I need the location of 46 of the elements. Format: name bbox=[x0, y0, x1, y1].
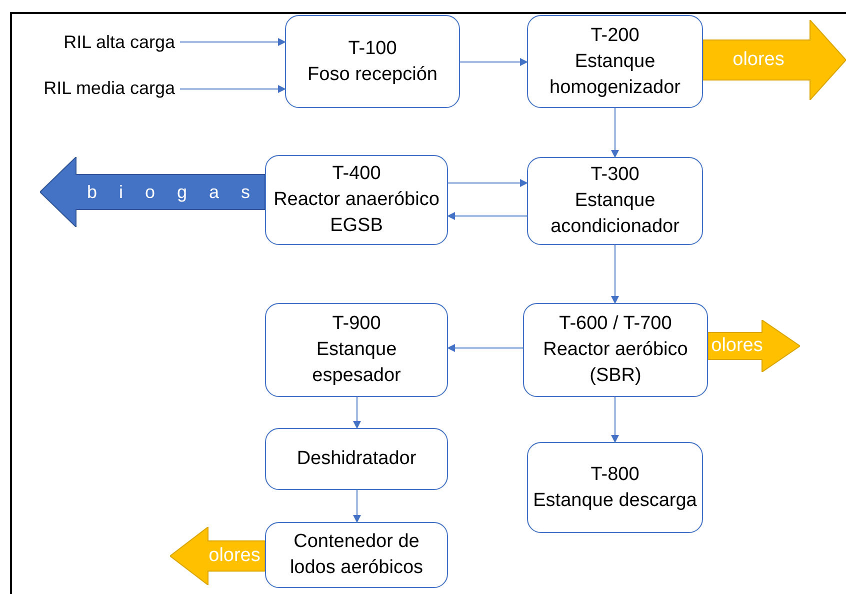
process-name: Foso recepción bbox=[308, 62, 438, 86]
process-box bbox=[265, 155, 448, 245]
process-name: Reactor anaeróbico EGSB bbox=[272, 188, 440, 238]
block-arrow bbox=[708, 320, 800, 372]
arrow bbox=[611, 244, 619, 304]
arrow bbox=[353, 396, 361, 429]
process-name: Estanque acondicionador bbox=[550, 189, 680, 239]
arrow-label: olores bbox=[711, 334, 763, 358]
tank-code: T-100 bbox=[348, 36, 397, 60]
process-name: Reactor aeróbico (SBR) bbox=[542, 338, 689, 388]
arrow bbox=[447, 344, 524, 352]
arrow-label: olores bbox=[732, 48, 784, 72]
input-label: RIL media carga bbox=[44, 76, 175, 100]
process-box bbox=[527, 157, 703, 245]
arrow bbox=[447, 212, 528, 220]
process-box bbox=[265, 428, 448, 490]
arrow bbox=[180, 38, 286, 46]
block-arrow bbox=[40, 157, 265, 227]
arrow bbox=[611, 108, 619, 158]
process-box bbox=[527, 442, 703, 533]
process-name: Contenedor de lodos aeróbicos bbox=[288, 530, 424, 580]
process-box bbox=[523, 303, 708, 397]
arrow bbox=[460, 58, 528, 66]
process-name: Estanque homogenizador bbox=[548, 50, 682, 100]
process-name: Deshidratador bbox=[296, 447, 416, 471]
process-name: Estanque espesador bbox=[311, 338, 402, 388]
process-box bbox=[285, 15, 460, 108]
process-name: Estanque descarga bbox=[533, 488, 697, 512]
process-box bbox=[265, 303, 448, 397]
arrow bbox=[611, 396, 619, 443]
arrow-label: olores bbox=[208, 544, 260, 568]
tank-code: T-900 bbox=[332, 312, 381, 336]
process-box bbox=[265, 522, 448, 588]
tank-code: T-800 bbox=[590, 462, 640, 486]
tank-code: T-400 bbox=[332, 162, 381, 186]
arrow bbox=[448, 179, 528, 187]
tank-code: T-200 bbox=[590, 24, 640, 48]
process-box bbox=[527, 15, 703, 108]
tank-code: T-300 bbox=[590, 163, 640, 187]
arrow-label: biogas bbox=[86, 180, 272, 204]
block-arrow bbox=[170, 527, 265, 585]
tank-code: T-600 / T-700 bbox=[559, 312, 672, 336]
arrow bbox=[180, 85, 286, 93]
arrow bbox=[353, 490, 361, 523]
input-label: RIL alta carga bbox=[64, 30, 175, 54]
block-arrow bbox=[703, 20, 846, 100]
